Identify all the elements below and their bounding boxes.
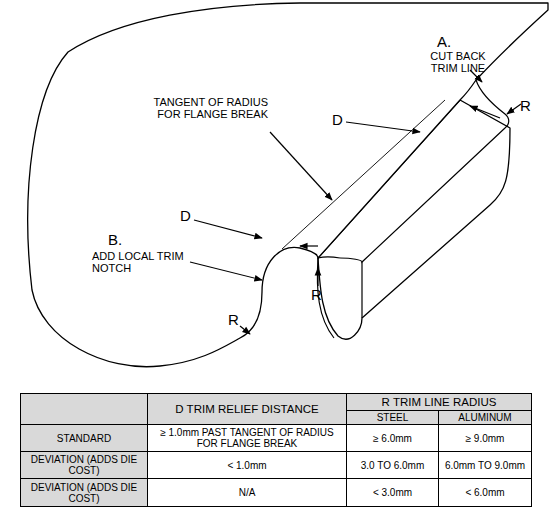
table-cell: < 3.0mm (347, 479, 439, 507)
table-cell: 6.0mm TO 9.0mm (439, 452, 532, 479)
leader-line (317, 268, 318, 286)
table-text: ALUMINUM (458, 412, 511, 423)
table-cell: 3.0 TO 6.0mm (347, 452, 439, 479)
table-cell: DEVIATION (ADDS DIE COST) (21, 479, 148, 507)
table-cell: D TRIM RELIEF DISTANCE (148, 394, 347, 425)
flange-section (318, 257, 340, 258)
dimension-arrow (194, 220, 262, 238)
table-text: ≥ 1.0mm PAST TANGENT OF RADIUS FOR FLANG… (160, 427, 333, 449)
table-cell: ≥ 1.0mm PAST TANGENT OF RADIUS FOR FLANG… (148, 425, 347, 452)
callout-letter: A. (437, 34, 467, 50)
dimension-label: D (180, 208, 194, 224)
table-cell: STANDARD (21, 425, 148, 452)
dimension-arrow (346, 122, 420, 132)
table-text: STEEL (377, 412, 409, 423)
dimension-arrow (300, 245, 318, 246)
table-text: ≥ 9.0mm (466, 433, 505, 444)
cut-back-edge (476, 80, 509, 128)
table-cell: R TRIM LINE RADIUS (347, 394, 532, 411)
flange-top-edge (340, 128, 505, 262)
table-text: DEVIATION (ADDS DIE COST) (31, 482, 138, 504)
radius-label: R (311, 287, 325, 303)
leader-line (190, 262, 262, 280)
table-text: ≥ 6.0mm (373, 433, 412, 444)
callout-note: CUT BACK TRIM LINE (418, 50, 498, 74)
table-text: < 1.0mm (227, 460, 266, 471)
table-text: N/A (239, 487, 256, 498)
table-cell: ≥ 9.0mm (439, 425, 532, 452)
table-cell: STEEL (347, 411, 439, 425)
dimension-arrow (470, 106, 500, 118)
flange-outer-wall (361, 262, 362, 318)
callout-note: ADD LOCAL TRIM NOTCH (92, 250, 190, 274)
radius-label: R (228, 312, 242, 328)
table-cell: ALUMINUM (439, 411, 532, 425)
table-cell: ≥ 6.0mm (347, 425, 439, 452)
callout-note: TANGENT OF RADIUS FOR FLANGE BREAK (150, 96, 268, 120)
table-text: < 3.0mm (373, 487, 412, 498)
callout-letter: B. (108, 232, 138, 248)
dimension-label: D (332, 112, 346, 128)
table-cell: < 6.0mm (439, 479, 532, 507)
table-text: D TRIM RELIEF DISTANCE (175, 403, 318, 415)
table-text: 3.0 TO 6.0mm (361, 460, 425, 471)
table-cell: < 1.0mm (148, 452, 347, 479)
radius-label: R (520, 98, 534, 114)
leader-line (507, 104, 521, 114)
table-text: STANDARD (57, 433, 111, 444)
table-text: < 6.0mm (465, 487, 504, 498)
table-text: DEVIATION (ADDS DIE COST) (31, 454, 138, 476)
table-text: 6.0mm TO 9.0mm (445, 460, 525, 471)
table-cell: DEVIATION (ADDS DIE COST) (21, 452, 148, 479)
table-cell (21, 394, 148, 425)
table-text: R TRIM LINE RADIUS (382, 396, 497, 408)
sheet-panel (28, 3, 548, 367)
tangent-line (282, 100, 445, 249)
leader-line (270, 132, 332, 200)
leader-line (240, 326, 250, 334)
table-cell: N/A (148, 479, 347, 507)
spec-table: D TRIM RELIEF DISTANCE R TRIM LINE RADIUS… (20, 393, 532, 507)
